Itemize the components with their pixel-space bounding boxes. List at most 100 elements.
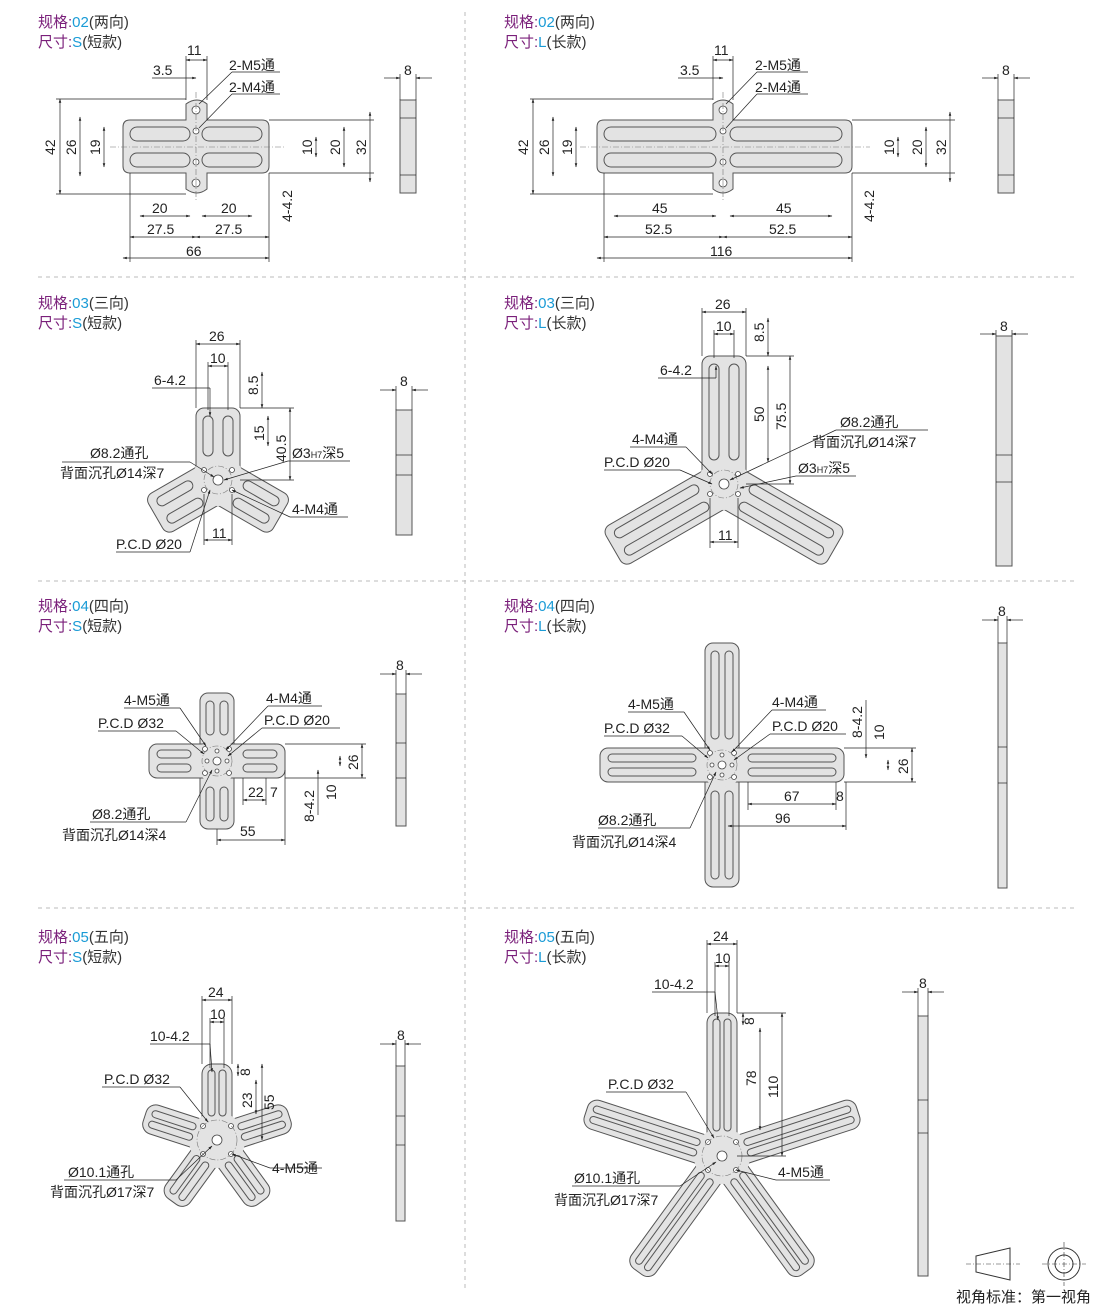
svg-text:Ø3H7深5: Ø3H7深5 (798, 460, 850, 476)
svg-text:4-4.2: 4-4.2 (279, 190, 295, 222)
five-way-plate (142, 1063, 292, 1207)
svg-text:背面沉孔Ø14深7: 背面沉孔Ø14深7 (812, 434, 916, 450)
five-way-plate (583, 1012, 861, 1278)
dimension-labels: 11 3.5 2-M5通 2-M4通 42 26 19 10 20 32 4-4… (515, 42, 949, 259)
panel-04-long: 规格:04(四向) 尺寸:L(长款) (504, 598, 1023, 889)
svg-text:67: 67 (784, 788, 800, 804)
dimension-lines (90, 705, 366, 845)
svg-text:8.5: 8.5 (751, 322, 767, 342)
panel-header: 规格:03(三向) 尺寸:S(短款) (38, 295, 129, 332)
svg-text:3.5: 3.5 (680, 62, 700, 78)
svg-text:P.C.D Ø32: P.C.D Ø32 (104, 1071, 170, 1087)
svg-text:24: 24 (208, 984, 224, 1000)
svg-text:8: 8 (998, 603, 1006, 619)
svg-text:背面沉孔Ø14深4: 背面沉孔Ø14深4 (572, 834, 676, 850)
three-way-plate (147, 407, 289, 533)
svg-text:27.5: 27.5 (147, 221, 174, 237)
svg-text:Ø8.2通孔: Ø8.2通孔 (840, 414, 898, 430)
svg-text:10: 10 (871, 724, 887, 740)
svg-text:8: 8 (237, 1068, 253, 1076)
panel-header: 规格:05(五向) 尺寸:S(短款) (38, 929, 129, 966)
svg-text:尺寸:S(短款): 尺寸:S(短款) (38, 949, 122, 966)
svg-text:4-M5通: 4-M5通 (124, 692, 170, 708)
plate-front-view (110, 92, 285, 200)
svg-text:22: 22 (248, 784, 264, 800)
first-angle-projection-icon (966, 1242, 1086, 1286)
svg-text:19: 19 (559, 139, 575, 155)
svg-text:52.5: 52.5 (645, 221, 672, 237)
panel-05-long: 规格:05(五向) 尺寸:L(长款) (504, 928, 944, 1278)
svg-text:8: 8 (404, 62, 412, 78)
dimension-labels: 24 10 10-4.2 8 78 110 P.C.D Ø32 Ø10.1通孔 … (554, 928, 824, 1208)
svg-text:P.C.D Ø32: P.C.D Ø32 (604, 720, 670, 736)
svg-text:尺寸:L(长款): 尺寸:L(长款) (504, 618, 587, 635)
svg-text:背面沉孔Ø17深7: 背面沉孔Ø17深7 (50, 1184, 154, 1200)
svg-text:6-4.2: 6-4.2 (660, 362, 692, 378)
panel-header: 规格:03(三向) 尺寸:L(长款) (504, 295, 595, 332)
svg-text:96: 96 (775, 810, 791, 826)
svg-text:P.C.D Ø20: P.C.D Ø20 (772, 718, 838, 734)
svg-text:20: 20 (327, 139, 343, 155)
svg-text:Ø8.2通孔: Ø8.2通孔 (598, 812, 656, 828)
svg-text:20: 20 (152, 200, 168, 216)
svg-text:8: 8 (396, 657, 404, 673)
svg-text:4-M4通: 4-M4通 (632, 431, 678, 447)
svg-text:10: 10 (323, 784, 339, 800)
panel-05-short: 规格:05(五向) 尺寸:S(短款) (38, 929, 421, 1222)
projection-legend: 视角标准：第一视角 (956, 1242, 1091, 1306)
panel-header: 规格:04(四向) 尺寸:L(长款) (504, 598, 595, 635)
projection-standard-label: 视角标准：第一视角 (956, 1288, 1091, 1306)
svg-text:4-M4通: 4-M4通 (266, 690, 312, 706)
plate-side-view: 8 (980, 318, 1028, 567)
panel-header: 规格:04(四向) 尺寸:S(短款) (38, 598, 129, 635)
svg-text:Ø8.2通孔: Ø8.2通孔 (90, 445, 148, 461)
svg-text:Ø8.2通孔: Ø8.2通孔 (92, 806, 150, 822)
svg-text:10: 10 (716, 318, 732, 334)
svg-text:规格:02(两向): 规格:02(两向) (504, 14, 595, 31)
plate-side-view: 8 (380, 373, 428, 536)
dimension-labels: 26 10 8.5 6-4.2 50 75.5 Ø8.2通孔 背面沉孔Ø14深7… (604, 296, 916, 543)
svg-text:规格:03(三向): 规格:03(三向) (504, 295, 595, 312)
svg-text:45: 45 (776, 200, 792, 216)
svg-text:45: 45 (652, 200, 668, 216)
svg-text:4-M5通: 4-M5通 (778, 1164, 824, 1180)
svg-text:规格:02(两向): 规格:02(两向) (38, 14, 129, 31)
svg-text:尺寸:L(长款): 尺寸:L(长款) (504, 315, 587, 332)
svg-text:20: 20 (909, 139, 925, 155)
svg-text:23: 23 (239, 1092, 255, 1108)
plate-side-view: 8 (384, 62, 432, 194)
svg-text:26: 26 (209, 328, 225, 344)
dimension-labels: 26 10 6-4.2 8.5 15 40.5 Ø3H7深5 Ø8.2通孔 背面… (60, 328, 344, 552)
dimension-labels: 24 10 10-4.2 8 23 55 P.C.D Ø32 Ø10.1通孔 背… (50, 984, 318, 1200)
svg-text:背面沉孔Ø14深4: 背面沉孔Ø14深4 (62, 827, 166, 843)
svg-text:10: 10 (715, 950, 731, 966)
svg-text:8: 8 (919, 975, 927, 991)
svg-text:Ø10.1通孔: Ø10.1通孔 (574, 1170, 640, 1186)
svg-text:66: 66 (186, 243, 202, 259)
svg-text:11: 11 (714, 42, 729, 58)
dimension-lines (62, 340, 350, 553)
svg-text:尺寸:L(长款): 尺寸:L(长款) (504, 34, 587, 51)
svg-text:10: 10 (210, 1006, 226, 1022)
svg-text:尺寸:S(短款): 尺寸:S(短款) (38, 618, 122, 635)
dimension-lines (64, 996, 322, 1181)
svg-text:2-M5通: 2-M5通 (755, 57, 801, 73)
svg-text:26: 26 (715, 296, 731, 312)
plate-side-view: 8 (982, 62, 1030, 194)
svg-text:规格:05(五向): 规格:05(五向) (38, 929, 129, 946)
plate-side-view: 8 (982, 603, 1023, 889)
svg-text:8: 8 (397, 1027, 405, 1043)
svg-text:背面沉孔Ø17深7: 背面沉孔Ø17深7 (554, 1192, 658, 1208)
svg-text:75.5: 75.5 (773, 403, 789, 430)
panel-header: 规格:02(两向) 尺寸:S(短款) (38, 14, 129, 51)
svg-text:11: 11 (718, 527, 733, 543)
svg-text:规格:04(四向): 规格:04(四向) (38, 598, 129, 615)
svg-text:19: 19 (87, 139, 103, 155)
svg-text:116: 116 (710, 243, 733, 259)
svg-text:7: 7 (270, 784, 278, 800)
svg-text:2-M4通: 2-M4通 (755, 79, 801, 95)
svg-text:26: 26 (63, 139, 79, 155)
dimension-lines (530, 56, 955, 262)
svg-text:10: 10 (299, 139, 315, 155)
